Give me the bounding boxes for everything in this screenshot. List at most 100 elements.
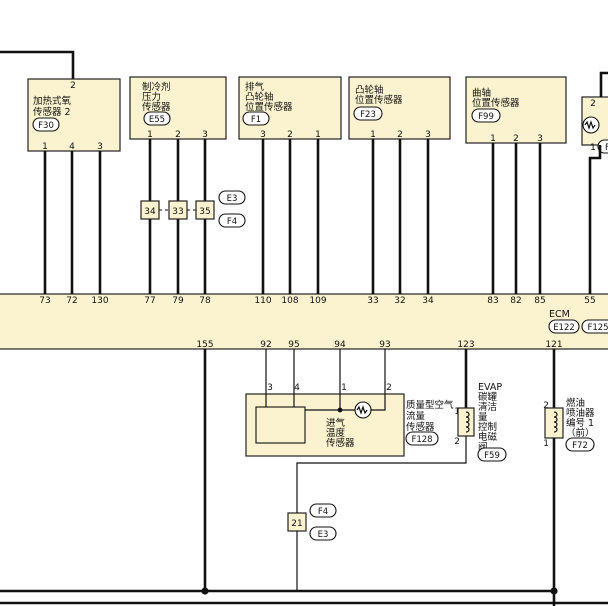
injector-label-3: 编号 1 — [566, 417, 594, 429]
ecm-pin-85: 85 — [534, 296, 545, 306]
ecm-pin-83: 83 — [487, 296, 498, 306]
evap-label-5: 控制 — [478, 421, 497, 433]
ecm-block — [0, 293, 608, 350]
evap-label-1: EVAP — [478, 382, 502, 393]
joint-a-pin-35: 35 — [199, 207, 210, 217]
maf-pin-3: 3 — [267, 383, 273, 393]
injector-label-4: （前） — [566, 427, 595, 439]
cam-label-1: 凸轮轴 — [355, 84, 384, 96]
ecm-connector-1: E122 — [553, 323, 575, 333]
iat-zigzag-icon — [356, 405, 368, 415]
o2-label-2: 传感器 2 — [33, 106, 71, 118]
injector-coil-icon — [553, 411, 558, 433]
ecm-pin-109: 109 — [309, 296, 326, 306]
ecm-pin-123: 123 — [457, 340, 474, 350]
exhaust-cam-connector: F1 — [251, 115, 261, 125]
joint-a-connector-e3: E3 — [227, 194, 238, 204]
o2-connector-pill — [32, 117, 60, 132]
o2-connector: F30 — [38, 121, 54, 131]
thermistor-zigzag-icon — [584, 120, 596, 130]
ecm-pin-33: 33 — [367, 296, 378, 306]
exhaust-cam-pin-3: 3 — [260, 130, 266, 140]
wire-right-sensor-55 — [588, 145, 602, 294]
cam-connector: F23 — [360, 110, 376, 120]
o2-pin-4: 4 — [69, 142, 75, 152]
exhaust-cam-pin-1: 1 — [315, 130, 321, 140]
injector-label-1: 燃油 — [566, 397, 585, 409]
iat-label-3: 传感器 — [326, 437, 355, 449]
cam-pin-3: 3 — [425, 130, 431, 140]
maf-inner-wire-2 — [371, 394, 386, 411]
iat-label-1: 进气 — [326, 417, 346, 429]
ecm-pin-34: 34 — [422, 296, 434, 306]
evap-connector-pill — [477, 447, 507, 462]
joint-a-pin-33-box — [168, 200, 188, 220]
refrigerant-connector: E55 — [149, 115, 165, 125]
joint-a-connector-f4: F4 — [227, 217, 237, 227]
right-sensor-connector: F — [605, 143, 608, 153]
o2-pin-1: 1 — [42, 142, 48, 152]
evap-pin-2: 2 — [454, 437, 460, 447]
evap-label-4: 量 — [478, 412, 488, 423]
maf-label-2: 流量 — [406, 410, 426, 422]
o2-pin-3: 3 — [97, 142, 103, 152]
joint-a-pin-34-box — [140, 200, 160, 220]
refrigerant-pin-1: 1 — [147, 130, 153, 140]
cam-pin-2: 2 — [397, 130, 403, 140]
ecm-connector-1-pill — [548, 319, 580, 334]
maf-pin-1: 1 — [341, 383, 347, 393]
maf-label-3: 传感器 — [406, 421, 435, 433]
ecm-pin-121: 121 — [545, 340, 562, 350]
refrigerant-pin-3: 3 — [202, 130, 208, 140]
iat-label-2: 温度 — [326, 427, 346, 439]
exhaust-cam-pin-2: 2 — [287, 130, 293, 140]
maf-pin-4: 4 — [294, 383, 300, 393]
ecm-connector-2: F125 — [587, 323, 608, 333]
ecm-label: ECM — [549, 309, 570, 320]
maf-connector: F128 — [411, 435, 432, 445]
refrigerant-label-3: 传感器 — [142, 101, 171, 113]
ecm-connector-2-pill — [581, 319, 608, 334]
exhaust-cam-connector-pill — [242, 111, 270, 126]
injector-connector-pill — [565, 437, 595, 452]
crank-label-1: 曲轴 — [472, 87, 491, 99]
o2-sensor-box — [27, 78, 121, 152]
right-sensor-pin-1: 1 — [590, 143, 596, 153]
evap-label-2: 碳罐 — [478, 391, 498, 403]
injector-pin-2: 2 — [543, 401, 549, 411]
maf-pin-2: 2 — [386, 383, 392, 393]
right-sensor-pin-2: 2 — [590, 99, 596, 109]
exhaust-cam-label-1: 排气 — [245, 81, 265, 93]
evap-connector: F59 — [484, 451, 500, 461]
exhaust-cam-label-3: 位置传感器 — [245, 101, 293, 113]
o2-label-1: 加热式氧 — [33, 95, 72, 107]
wire-right-sensor-top — [599, 71, 608, 97]
crank-connector-pill — [471, 108, 501, 123]
ecm-pin-79: 79 — [172, 296, 184, 306]
refrigerant-label-2: 压力 — [142, 91, 161, 103]
cam-label-2: 位置传感器 — [355, 94, 403, 106]
ecm-pin-94: 94 — [334, 340, 346, 350]
joint-b-connector-e3-pill — [309, 526, 337, 541]
wire-evap-return — [296, 436, 467, 510]
cam-pin-1: 1 — [370, 130, 376, 140]
evap-coil-icon — [465, 411, 470, 433]
refrigerant-pin-2: 2 — [175, 130, 181, 140]
exhaust-cam-sensor-box — [238, 76, 342, 140]
ecm-pin-93: 93 — [379, 340, 390, 350]
joint-b-connector-e3: E3 — [318, 530, 329, 540]
ecm-pin-73: 73 — [39, 296, 50, 306]
joint-a-pin-35-box — [195, 200, 215, 220]
joint-b-connector-f4-pill — [309, 503, 337, 518]
ecm-pin-130: 130 — [91, 296, 108, 306]
crank-connector: F99 — [478, 112, 494, 122]
refrigerant-sensor-box — [129, 76, 227, 140]
joint-a-connector-e3-pill — [218, 190, 246, 205]
evap-label-3: 清洁 — [478, 401, 497, 413]
crank-pin-3: 3 — [537, 134, 543, 144]
joint-a-connector-f4-pill — [218, 213, 246, 228]
exhaust-cam-label-2: 凸轮轴 — [245, 91, 274, 103]
crank-pin-1: 1 — [490, 134, 496, 144]
ecm-pin-72: 72 — [66, 296, 77, 306]
evap-pin-1: 1 — [454, 407, 460, 417]
